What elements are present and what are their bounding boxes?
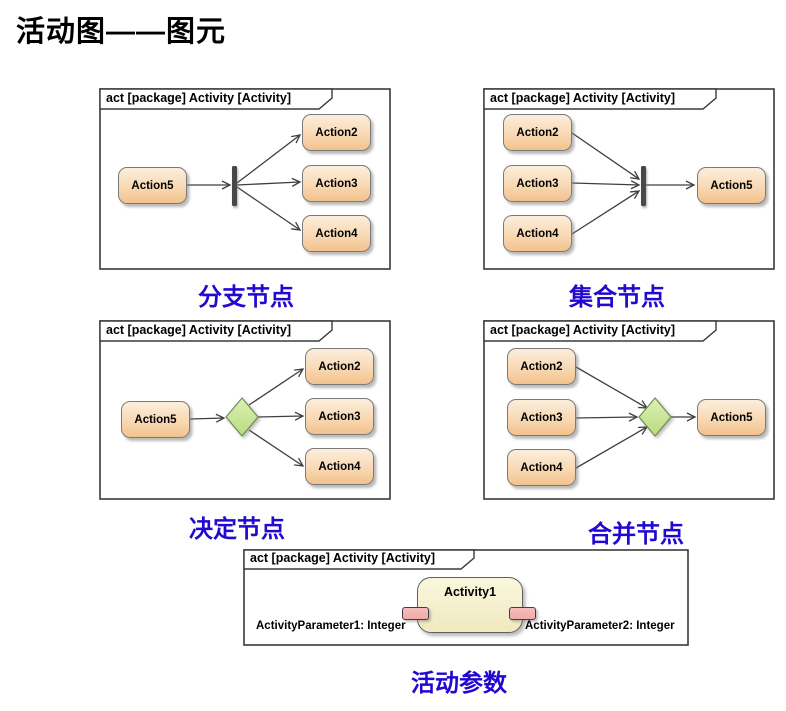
flow-arrow <box>257 411 305 421</box>
caption-activity-params: 活动参数 <box>411 670 507 697</box>
activity-parameter-pin-left <box>402 607 429 620</box>
action-node: Action5 <box>121 401 190 438</box>
flow-arrow <box>236 134 302 184</box>
action-node: Action2 <box>302 114 371 151</box>
action-node: Action5 <box>118 167 187 204</box>
action-node: Action2 <box>305 348 374 385</box>
action-node: Action4 <box>507 449 576 486</box>
frame-tab-label: act [package] Activity [Activity] <box>490 91 676 105</box>
action-node: Action3 <box>503 165 572 202</box>
fork-bar-node <box>232 166 237 206</box>
activity-node: Activity1 <box>417 577 523 633</box>
flow-arrow <box>571 132 641 180</box>
action-node: Action4 <box>302 215 371 252</box>
activity-parameter-pin-right <box>509 607 536 620</box>
activity-parameter-label-left: ActivityParameter1: Integer <box>256 620 406 632</box>
frame-decision: act [package] Activity [Activity] Action… <box>99 320 391 500</box>
caption-fork-node: 分支节点 <box>198 284 294 311</box>
frame-tab <box>243 549 475 570</box>
frame-tab-label: act [package] Activity [Activity] <box>106 323 292 337</box>
flow-arrow <box>571 190 641 235</box>
activity-node-label: Activity1 <box>443 585 497 599</box>
action-node: Action3 <box>302 165 371 202</box>
action-node: Action4 <box>305 448 374 485</box>
merge-diamond-node <box>638 397 672 437</box>
caption-merge-node: 合并节点 <box>588 521 684 548</box>
action-node: Action5 <box>697 399 766 436</box>
flow-arrow <box>189 413 226 423</box>
frame-merge: act [package] Activity [Activity] Action… <box>483 320 775 500</box>
action-node: Action3 <box>305 398 374 435</box>
flow-arrow <box>236 186 302 231</box>
frame-tab <box>483 320 717 342</box>
join-bar-node <box>641 166 646 206</box>
frame-join: act [package] Activity [Activity] Action… <box>483 88 775 270</box>
flow-arrow <box>236 177 302 187</box>
frame-fork: act [package] Activity [Activity] Action… <box>99 88 391 270</box>
frame-activity-params: act [package] Activity [Activity] Activi… <box>243 549 689 646</box>
flow-arrow <box>248 429 305 467</box>
frame-tab-label: act [package] Activity [Activity] <box>106 91 292 105</box>
page-title: 活动图——图元 <box>16 16 227 48</box>
flow-arrow <box>575 426 649 469</box>
decision-diamond-node <box>225 397 259 437</box>
flow-arrow <box>575 366 649 409</box>
action-node: Action4 <box>503 215 572 252</box>
action-node: Action3 <box>507 399 576 436</box>
flow-arrow <box>248 368 305 406</box>
frame-tab-label: act [package] Activity [Activity] <box>490 323 676 337</box>
frame-tab <box>99 88 333 110</box>
frame-tab-label: act [package] Activity [Activity] <box>250 551 436 565</box>
caption-decision-node: 决定节点 <box>189 516 285 543</box>
frame-tab <box>99 320 333 342</box>
action-node: Action2 <box>503 114 572 151</box>
action-node: Action5 <box>697 167 766 204</box>
flow-arrow <box>571 180 641 190</box>
flow-arrow <box>575 412 639 422</box>
action-node: Action2 <box>507 348 576 385</box>
activity-parameter-label-right: ActivityParameter2: Integer <box>525 620 675 632</box>
caption-join-node: 集合节点 <box>569 284 665 311</box>
frame-tab <box>483 88 717 110</box>
